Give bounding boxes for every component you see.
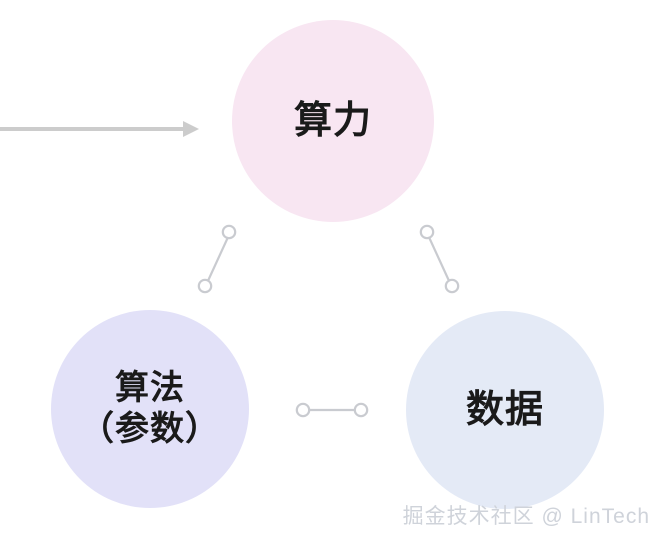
node-algorithm[interactable]: 算法 （参数）: [51, 310, 249, 508]
node-data[interactable]: 数据: [406, 311, 604, 509]
inbound-arrow-icon: [0, 121, 199, 137]
connector-compute-algorithm-icon: [197, 224, 237, 294]
node-algorithm-label-line1: 算法: [115, 368, 185, 407]
node-compute[interactable]: 算力: [232, 20, 434, 222]
node-algorithm-label-line2: （参数）: [80, 410, 220, 448]
node-compute-label: 算力: [293, 99, 372, 142]
node-data-label: 数据: [465, 388, 544, 431]
connector-compute-data-icon: [419, 224, 460, 294]
watermark-text: 掘金技术社区 @ LinTech: [402, 505, 650, 528]
connector-algorithm-data-icon: [295, 402, 369, 418]
